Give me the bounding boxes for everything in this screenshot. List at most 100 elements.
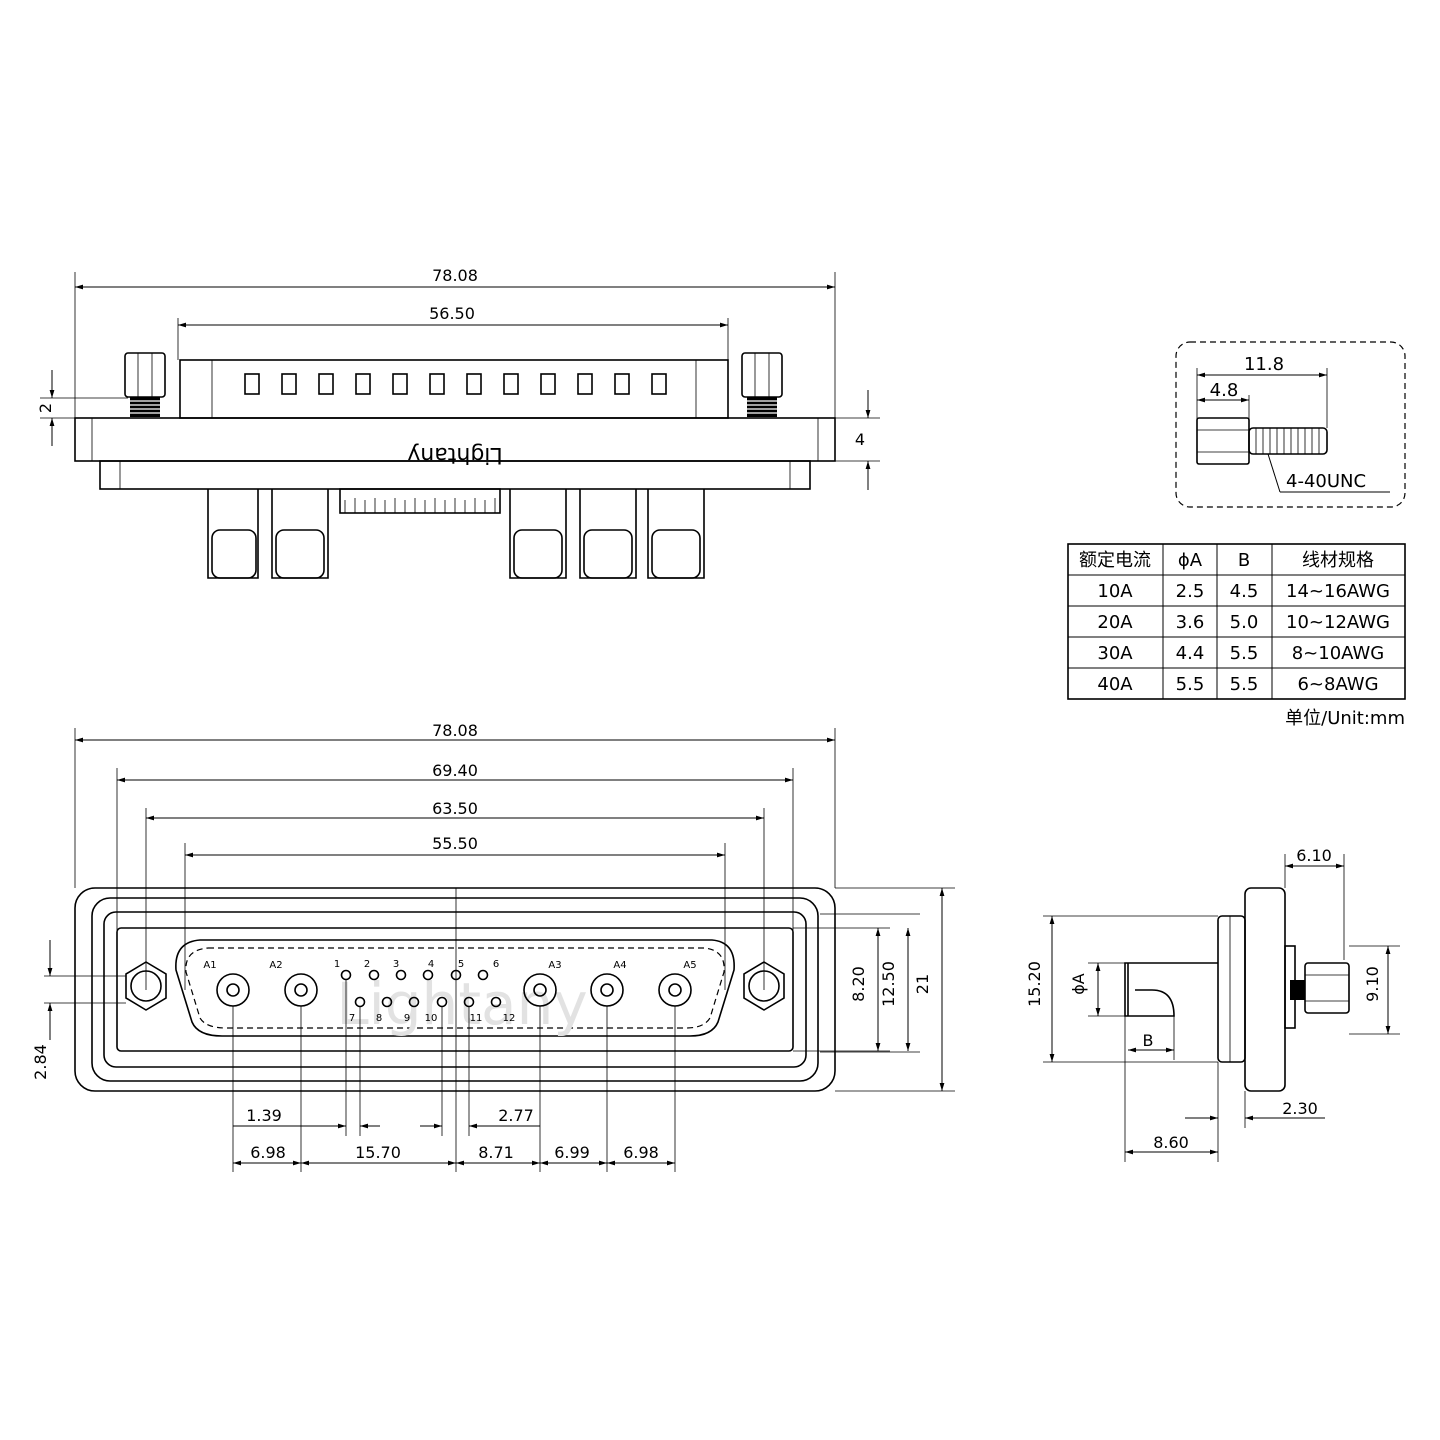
front-flange-inner (91, 897, 819, 1082)
screw-length-dim: 11.8 (1244, 354, 1284, 375)
table-cell: 5.5 (1176, 674, 1205, 695)
signal-offset-right-dim: 2.77 (498, 1106, 534, 1125)
table-cell: 20A (1097, 612, 1133, 633)
thread-label: 4-40UNC (1286, 471, 1366, 492)
table-cell: 3.6 (1176, 612, 1205, 633)
spec-table: 额定电流 ϕA B 线材规格 10A 2.5 4.5 14~16AWG 20A … (1067, 543, 1406, 729)
pin-label-a2: A2 (269, 960, 282, 971)
watermark: Lightany (336, 970, 587, 1038)
table-cell: 8~10AWG (1292, 643, 1385, 664)
overall-height-dim: 21 (913, 974, 932, 994)
brand-label: Lightany (407, 442, 502, 467)
shell-height-dim: 12.50 (879, 961, 898, 1007)
table-cell: 6~8AWG (1297, 674, 1378, 695)
signal-label: 1 (334, 959, 340, 970)
rear-contacts (207, 488, 705, 579)
offset-dim: 2.30 (1282, 1099, 1318, 1118)
table-cell: 10A (1097, 581, 1133, 602)
screw-head-dim: 4.8 (1210, 380, 1239, 401)
pin-label-a1: A1 (203, 960, 216, 971)
pin-label-a5: A5 (683, 960, 696, 971)
table-cell: 4.5 (1230, 581, 1259, 602)
table-header-b: B (1238, 550, 1250, 571)
span-a2-center-dim: 15.70 (355, 1143, 401, 1162)
side-flange (1244, 887, 1286, 1092)
screw-detail: 11.8 4.8 4-40UNC (1175, 341, 1406, 508)
table-cell: 5.5 (1230, 643, 1259, 664)
signal-pin (408, 996, 420, 1008)
shell-top (179, 359, 729, 419)
signal-pin (422, 969, 434, 981)
table-cell: 30A (1097, 643, 1133, 664)
jack-screw-right (741, 352, 783, 417)
span-center-a3-dim: 8.71 (478, 1143, 514, 1162)
inner-height-dim: 8.20 (849, 966, 868, 1002)
table-cell: 4.4 (1176, 643, 1205, 664)
row-offset-dim: 2.84 (31, 1044, 50, 1080)
signal-pin (368, 969, 380, 981)
signal-label: 6 (493, 959, 499, 970)
top-screw-height-dim: 2 (36, 403, 55, 413)
pitch-a3-a4-dim: 6.99 (554, 1143, 590, 1162)
signal-pin (490, 996, 502, 1008)
side-body (1217, 915, 1246, 1063)
table-cell: 40A (1097, 674, 1133, 695)
wire-cup-dim: B (1143, 1031, 1154, 1050)
power-pin-a1 (216, 973, 250, 1007)
power-pin-a2 (284, 973, 318, 1007)
front-shell-width-dim: 55.50 (432, 834, 478, 853)
table-cell: 5.5 (1230, 674, 1259, 695)
table-cell: 5.0 (1230, 612, 1259, 633)
signal-label: 12 (503, 1013, 516, 1024)
signal-label: 11 (470, 1013, 483, 1024)
pin-diameter-dim: ϕA (1069, 973, 1088, 995)
signal-pin (381, 996, 393, 1008)
signal-label: 2 (364, 959, 370, 970)
top-shell-width-dim: 56.50 (429, 304, 475, 323)
flange-depth-dim: 6.10 (1296, 846, 1332, 865)
table-cell: 2.5 (1176, 581, 1205, 602)
signal-label: 10 (425, 1013, 438, 1024)
side-screw-head (1304, 962, 1350, 1014)
jack-screw-left (124, 352, 166, 417)
front-view: 78.08 69.40 63.50 55.50 Lightany (31, 721, 955, 1172)
pin-label-a4: A4 (613, 960, 626, 971)
table-header-diameter: ϕA (1178, 550, 1203, 571)
body-height-dim: 15.20 (1025, 961, 1044, 1007)
table-cell: 10~12AWG (1286, 612, 1390, 633)
side-pin (1124, 962, 1218, 1017)
front-overall-width-dim: 78.08 (432, 721, 478, 740)
table-header-wire: 线材规格 (1302, 550, 1374, 571)
signal-label: 9 (404, 1013, 410, 1024)
front-mounting-span-dim: 69.40 (432, 761, 478, 780)
signal-label: 5 (458, 959, 464, 970)
signal-pin (340, 969, 352, 981)
pin-length-dim: 8.60 (1153, 1133, 1189, 1152)
top-view: 78.08 56.50 (36, 266, 880, 579)
front-hole-spacing-dim: 63.50 (432, 799, 478, 818)
signal-label: 7 (349, 1013, 355, 1024)
table-cell: 14~16AWG (1286, 581, 1390, 602)
detail-frame (1175, 341, 1406, 508)
signal-label: 4 (428, 959, 434, 970)
side-screw-height-dim: 9.10 (1363, 966, 1382, 1002)
mounting-nut-right (743, 961, 785, 1011)
signal-label: 3 (393, 959, 399, 970)
power-pin-a5 (658, 973, 692, 1007)
d-shell-outer (175, 939, 735, 1037)
pin-label-a3: A3 (548, 960, 561, 971)
signal-offset-left-dim: 1.39 (246, 1106, 282, 1125)
signal-pin (477, 969, 489, 981)
top-flange-thickness-dim: 4 (855, 430, 865, 449)
unit-label: 单位/Unit:mm (1285, 708, 1405, 729)
signal-label: 8 (376, 1013, 382, 1024)
d-shell-inner (185, 947, 725, 1029)
pitch-a1-a2-dim: 6.98 (250, 1143, 286, 1162)
pin-window-row (244, 373, 667, 395)
signal-pin (395, 969, 407, 981)
side-view: 6.10 15.20 ϕA B 9.10 2.30 8.60 (1025, 846, 1400, 1162)
power-pin-a4 (590, 973, 624, 1007)
pitch-a4-a5-dim: 6.98 (623, 1143, 659, 1162)
table-header-current: 额定电流 (1079, 550, 1151, 571)
